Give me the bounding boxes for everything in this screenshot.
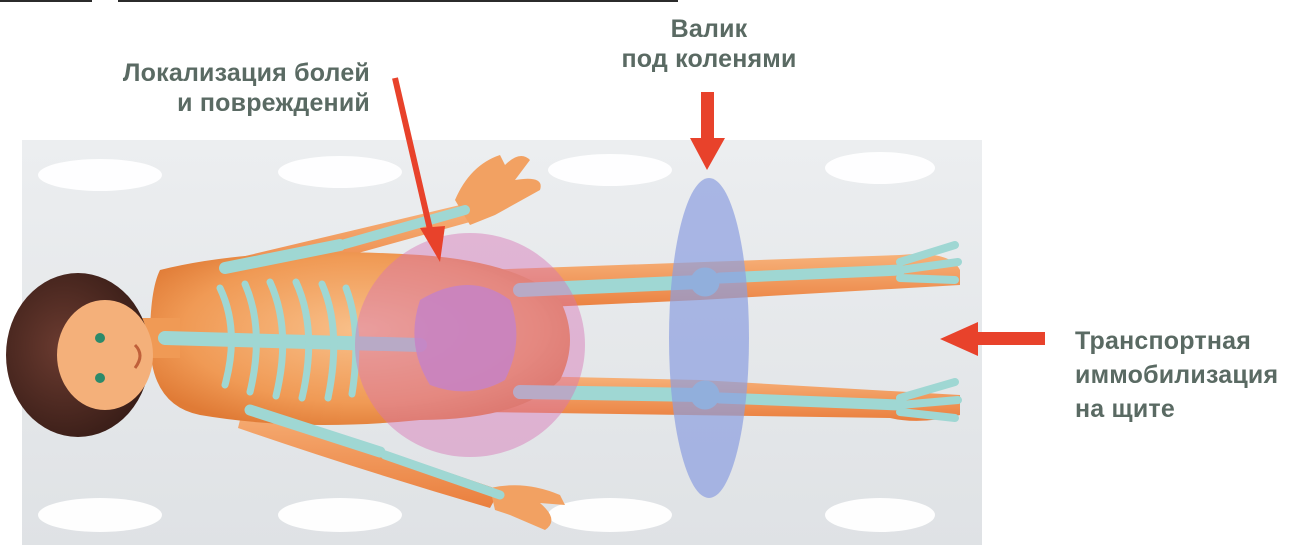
pain-localization-label: Локализация болей и повреждений [95, 58, 370, 118]
knee-roll-line1: Валик [596, 14, 822, 44]
knee-roll-line2: под коленями [596, 44, 822, 74]
pain-localization-line1: Локализация болей [95, 58, 370, 88]
pain-localization-line2: и повреждений [95, 88, 370, 118]
transport-immobilization-line3: на щите [1075, 392, 1293, 426]
transport-immobilization-line1: Транспортная [1075, 324, 1293, 358]
transport-immobilization-line2: иммобилизация [1075, 358, 1293, 392]
pain-zone [355, 233, 585, 457]
knee-roll-label: Валик под коленями [596, 14, 822, 74]
knee-roll [669, 178, 749, 498]
transport-immobilization-label: Транспортная иммобилизация на щите [1075, 324, 1293, 426]
